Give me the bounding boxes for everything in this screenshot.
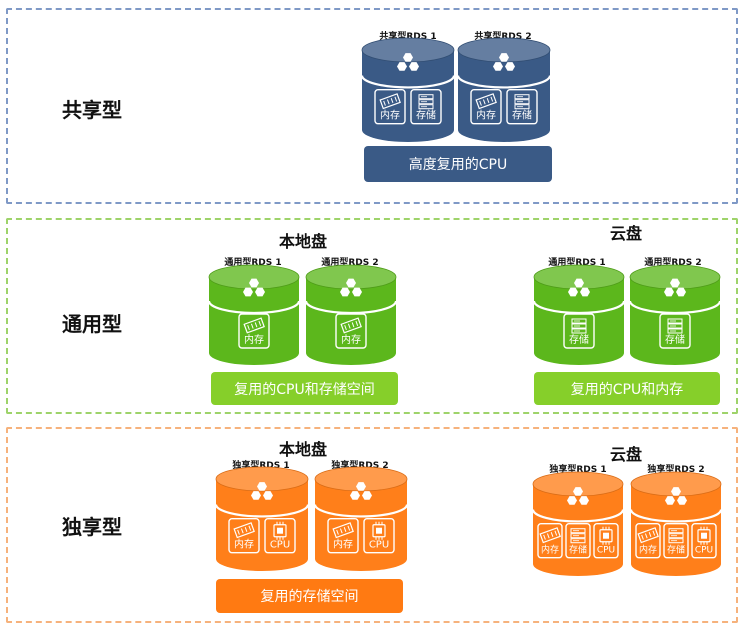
memory-panel: 内存 xyxy=(635,523,661,559)
memory-panel: 内存 xyxy=(374,89,406,125)
memory-icon xyxy=(243,317,265,334)
storage-panel: 存储 xyxy=(659,313,691,349)
shared-section xyxy=(6,8,738,204)
memory-icon xyxy=(233,522,255,539)
chip-icon xyxy=(273,521,287,540)
cpu-label: CPU xyxy=(369,540,389,551)
hexagon-logo-icon xyxy=(243,278,265,297)
memory-panel: 内存 xyxy=(537,523,563,559)
memory-label: 内存 xyxy=(341,333,361,346)
storage-panel: 存储 xyxy=(563,313,595,349)
general-local-rds-1-cylinder: 内存 xyxy=(207,264,301,365)
memory-panel: 内存 xyxy=(238,313,270,349)
rds-title: 共享型RDS 1 xyxy=(379,32,437,42)
hexagon-logo-icon xyxy=(251,482,273,500)
hexagon-logo-icon xyxy=(664,278,686,297)
hexagon-logo-icon xyxy=(567,487,589,505)
server-icon xyxy=(668,528,684,544)
storage-label: 存储 xyxy=(569,544,587,556)
chip-icon xyxy=(372,521,386,540)
server-icon xyxy=(418,94,434,110)
shared-rds-1-cylinder: 内存 存储 xyxy=(360,37,456,142)
memory-label: 内存 xyxy=(476,109,496,122)
memory-icon xyxy=(340,317,362,334)
memory-label: 内存 xyxy=(541,544,559,556)
server-icon xyxy=(571,318,587,334)
general-section-label: 通用型 xyxy=(62,312,122,336)
storage-label: 存储 xyxy=(665,333,685,346)
shared-rds-2-cylinder: 内存 存储 xyxy=(456,37,552,142)
cpu-label: CPU xyxy=(270,540,290,551)
cpu-panel: CPU xyxy=(691,523,717,559)
memory-icon xyxy=(379,93,401,110)
memory-icon xyxy=(332,522,354,539)
dedicated-section xyxy=(6,427,738,623)
memory-label: 内存 xyxy=(639,544,657,556)
storage-label: 存储 xyxy=(569,333,589,346)
general-cloud-rds-2-cylinder: 存储 xyxy=(628,264,722,365)
memory-label: 内存 xyxy=(234,538,254,551)
storage-label: 存储 xyxy=(512,109,532,122)
server-icon xyxy=(667,318,683,334)
storage-panel: 存储 xyxy=(410,89,442,125)
cpu-panel: CPU xyxy=(264,518,296,554)
hexagon-logo-icon xyxy=(340,278,362,297)
memory-panel: 内存 xyxy=(327,518,359,554)
cpu-panel: CPU xyxy=(363,518,395,554)
rds-title: 通用型RDS 2 xyxy=(644,258,702,268)
chip-icon xyxy=(599,526,613,545)
chip-icon xyxy=(697,526,711,545)
memory-icon xyxy=(539,527,561,544)
hexagon-logo-icon xyxy=(493,53,515,71)
memory-icon xyxy=(475,93,497,110)
storage-panel: 存储 xyxy=(506,89,538,125)
rds-title: 通用型RDS 1 xyxy=(548,258,606,268)
memory-panel: 内存 xyxy=(335,313,367,349)
memory-label: 内存 xyxy=(244,333,264,346)
memory-label: 内存 xyxy=(380,109,400,122)
memory-panel: 内存 xyxy=(228,518,260,554)
hexagon-logo-icon xyxy=(397,53,419,71)
cpu-label: CPU xyxy=(597,546,615,556)
dedicated-local-bar: 复用的存储空间 xyxy=(216,579,403,613)
rds-title: 通用型RDS 2 xyxy=(321,258,379,268)
rds-title: 独享型RDS 2 xyxy=(331,461,389,471)
dedicated-local-rds-2-cylinder: 内存 CPU xyxy=(313,466,409,571)
rds-title: 独享型RDS 1 xyxy=(549,465,607,475)
general-cloud-bar: 复用的CPU和内存 xyxy=(534,372,720,405)
shared-cpu-bar: 高度复用的CPU xyxy=(364,146,552,182)
cpu-panel: CPU xyxy=(593,523,619,559)
storage-panel: 存储 xyxy=(663,523,689,559)
general-local-rds-2-cylinder: 内存 xyxy=(304,264,398,365)
rds-title: 共享型RDS 2 xyxy=(474,32,532,42)
hexagon-logo-icon xyxy=(665,487,687,505)
dedicated-cloud-rds-1-cylinder: 内存存储 CPU xyxy=(531,471,625,576)
hexagon-logo-icon xyxy=(350,482,372,500)
shared-section-label: 共享型 xyxy=(62,98,122,122)
dedicated-cloud-rds-2-cylinder: 内存存储 CPU xyxy=(629,471,723,576)
memory-panel: 内存 xyxy=(470,89,502,125)
storage-label: 存储 xyxy=(416,109,436,122)
hexagon-logo-icon xyxy=(568,278,590,297)
dedicated-local-rds-1-cylinder: 内存 CPU xyxy=(214,466,310,571)
server-icon xyxy=(570,528,586,544)
general-local-disk-title: 本地盘 xyxy=(278,232,328,251)
rds-title: 独享型RDS 2 xyxy=(647,465,705,475)
dedicated-section-label: 独享型 xyxy=(62,515,122,539)
general-cloud-rds-1-cylinder: 存储 xyxy=(532,264,626,365)
memory-label: 内存 xyxy=(333,538,353,551)
dedicated-local-disk-title: 本地盘 xyxy=(278,440,328,459)
storage-label: 存储 xyxy=(667,544,685,556)
general-local-bar: 复用的CPU和存储空间 xyxy=(211,372,398,405)
general-cloud-disk-title: 云盘 xyxy=(609,224,643,243)
cpu-label: CPU xyxy=(695,546,713,556)
rds-title: 独享型RDS 1 xyxy=(232,461,290,471)
general-section xyxy=(6,218,738,414)
memory-icon xyxy=(637,527,659,544)
rds-title: 通用型RDS 1 xyxy=(224,258,282,268)
server-icon xyxy=(514,94,530,110)
dedicated-cloud-disk-title: 云盘 xyxy=(609,445,643,464)
storage-panel: 存储 xyxy=(565,523,591,559)
